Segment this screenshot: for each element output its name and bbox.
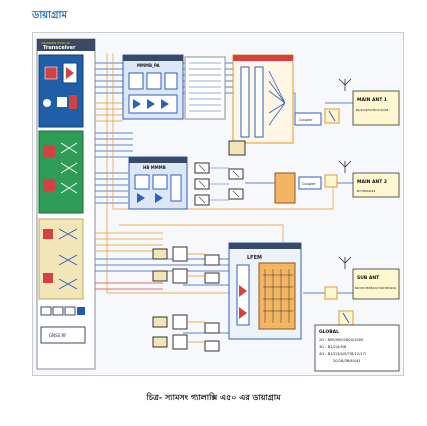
sub-ant-box: SUB ANT B1/3/5/7/8/38/12/17/20/38/40/41 — [338, 256, 400, 300]
lb-switch-block — [184, 56, 226, 120]
coupler-top-label: Coupler — [299, 118, 313, 122]
sub-ant-name: SUB ANT — [357, 275, 380, 281]
rf-block-diagram: SHANNON 5510 XX Transceiver — [36, 38, 400, 372]
main-ant-2-name: MAIN ANT 2 — [357, 179, 387, 185]
transceiver-top-label: SHANNON 5510 XX — [41, 41, 70, 45]
global-band-box: GLOBAL 2G : 850/900/1800/1900 3G : B1/2/… — [314, 324, 400, 372]
lfem-module: LFEM — [228, 242, 302, 340]
main-ant-2-box: MAIN ANT 2 B7/38/40/41 — [338, 160, 400, 198]
mmmb-pa-label: MMMB_PA — [137, 63, 161, 68]
coupler-middle: Coupler — [245, 172, 338, 204]
main-ant-1-bands: B1/2/3/4/5/7/8/11/12/38 — [356, 108, 389, 112]
main-ant-1-name: MAIN ANT 1 — [357, 97, 387, 103]
main-ant-2-bands: B7/38/40/41 — [357, 189, 376, 193]
sub-ant-filter — [324, 286, 354, 326]
figure-caption: চিত্র- স্যামসং গ্যালাক্সি এ৫০ এর ডায়াগ্… — [146, 393, 281, 402]
coupler-mid-label: Coupler — [302, 182, 316, 186]
gnss-rf-box — [40, 326, 86, 344]
mmmb-pa-module: MMMB_PA — [122, 54, 184, 120]
global-line-3g: 3G : B1/2/4/5/8 — [319, 345, 347, 349]
transceiver-block: SHANNON 5510 XX Transceiver — [36, 38, 96, 370]
global-line-2g: 2G : 850/900/1800/1900 — [319, 338, 364, 342]
global-title: GLOBAL — [319, 329, 339, 335]
main-ant-1-box: MAIN ANT 1 B1/2/3/4/5/7/8/11/12/38 — [338, 78, 400, 126]
gnss-rf-label: GNSS RF — [49, 333, 67, 338]
diagram-heading: ডায়াগ্রাম — [32, 10, 67, 21]
mid-filter-blocks — [194, 140, 246, 206]
lfem-label: LFEM — [247, 255, 262, 261]
antenna-switch-module — [232, 54, 294, 144]
global-line-4g-cont: 20/28/38/40/41 — [333, 359, 361, 363]
hb-mmmb-module: HB MMMB — [128, 156, 188, 210]
global-line-4g: 4G : B1/2/3/4/5/7/8/12/17/ — [319, 352, 367, 356]
lower-lna-chain — [152, 246, 220, 352]
sub-ant-bands: B1/3/5/7/8/38/12/17/20/38/40/41 — [355, 286, 397, 290]
transceiver-title: Transceiver — [43, 45, 76, 51]
block-diagram-frame: SHANNON 5510 XX Transceiver — [32, 32, 404, 376]
hb-mmmb-label: HB MMMB — [143, 165, 166, 170]
coupler-top: Coupler — [294, 108, 340, 126]
